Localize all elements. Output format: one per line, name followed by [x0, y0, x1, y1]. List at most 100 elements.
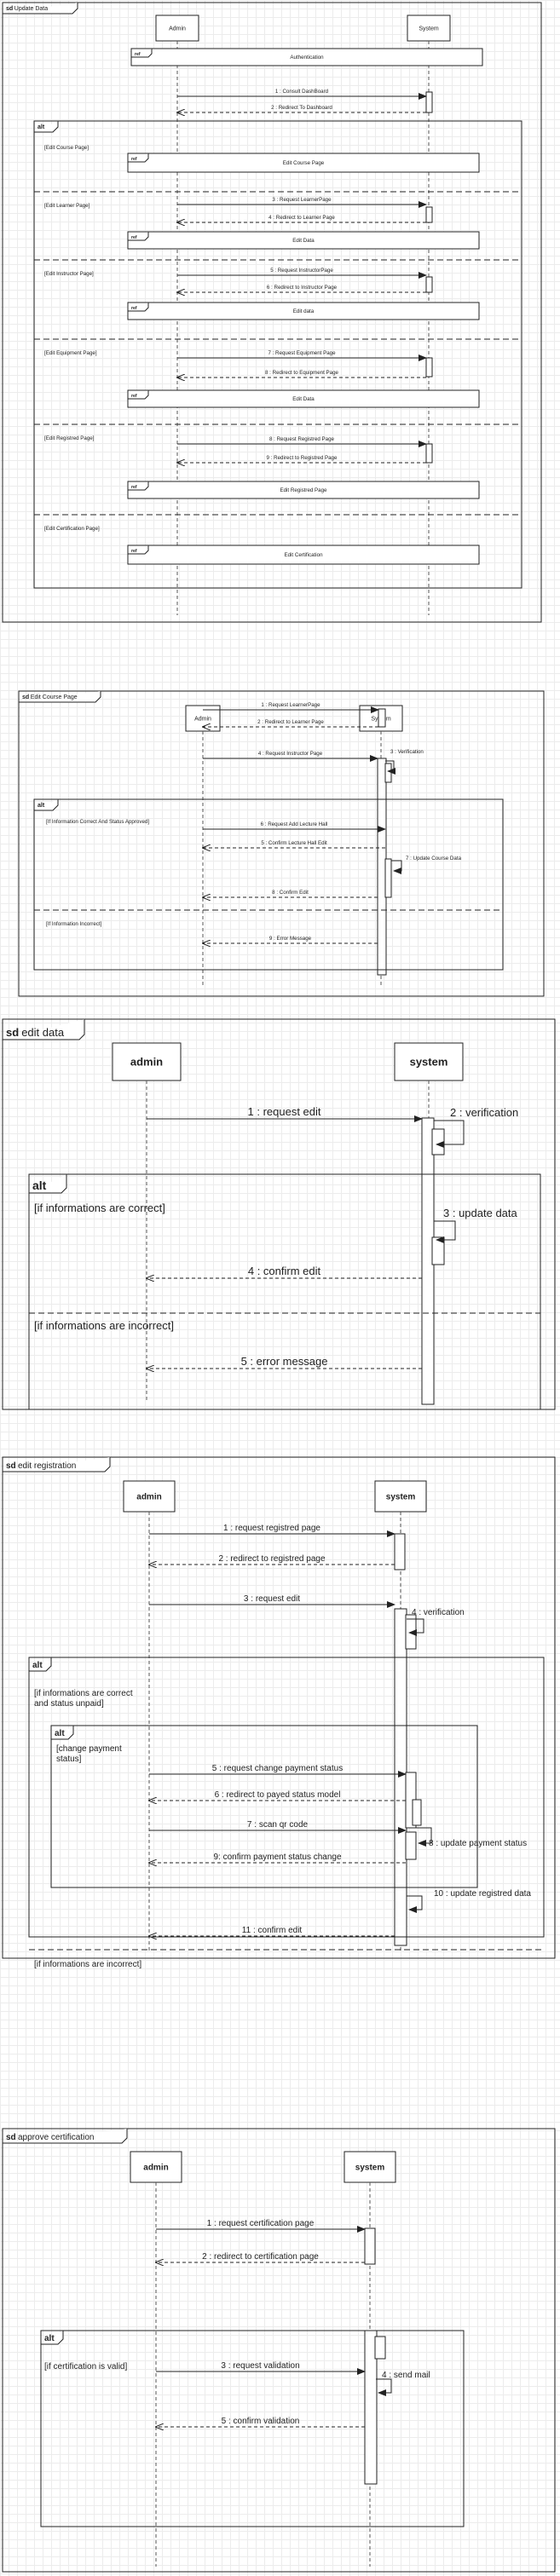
guard-label: [if informations are incorrect] [34, 1960, 141, 1969]
message-label: 8 : Request Registred Page [269, 436, 335, 442]
message-label: 6 : Redirect to Instructor Page [267, 285, 338, 291]
message-label: 7 : Update Course Data [406, 856, 462, 862]
message-label: 8 : Confirm Edit [272, 890, 309, 896]
frame-border [2, 2, 542, 623]
frame-keyword: sd [22, 694, 29, 700]
fragment-tab [29, 1174, 67, 1194]
message-label: 5 : confirm validation [222, 2417, 300, 2426]
participant-box [374, 1480, 427, 1513]
frame-tab [3, 3, 78, 14]
participant-box [407, 14, 451, 42]
guard-label: [Edit Course Page] [44, 145, 89, 151]
message-label: 4 : Request Instructor Page [258, 751, 323, 757]
fragment-keyword: alt [44, 2334, 55, 2343]
message-label: 3 : update data [443, 1207, 518, 1219]
ref-tab [128, 481, 149, 491]
ref-keyword: ref [135, 52, 141, 57]
activation-bar [394, 1608, 407, 1946]
frame-title: edit registration [18, 1461, 76, 1471]
message-label: 2 : Redirect to Learner Page [257, 719, 324, 725]
message-label: 7 : scan qr code [247, 1820, 309, 1830]
activation-bar [405, 1614, 417, 1650]
message-label: 2 : redirect to certification page [202, 2252, 319, 2262]
activation-bar [425, 91, 433, 113]
message-label: 3 : request edit [244, 1594, 300, 1604]
participant-name: System [419, 26, 439, 32]
activation-bar [384, 858, 392, 898]
activation-bar [405, 1831, 417, 1860]
guard-label: [Edit Equipment Page] [44, 350, 97, 356]
fragment-keyword: alt [38, 124, 45, 130]
guard-label: [if certification is valid] [44, 2362, 127, 2371]
message-label: 8 : update payment status [429, 1839, 527, 1848]
ref-tab [128, 232, 149, 241]
activation-bar [384, 763, 392, 783]
frame-tab [19, 691, 101, 703]
ref-keyword: ref [131, 306, 137, 311]
message-label: 5 : Confirm Lecture Hall Edit [261, 840, 327, 846]
activation-bar [425, 276, 433, 293]
message-label: 4 : verification [412, 1608, 465, 1617]
participant-name: admin [130, 1055, 163, 1068]
fragment-tab [29, 1657, 52, 1672]
participant-box [394, 1042, 464, 1081]
frame-title: edit data [21, 1026, 65, 1039]
ref-tab [128, 390, 149, 400]
activation-bar [394, 1533, 406, 1570]
fragment-keyword: alt [32, 1179, 47, 1192]
participant-box [155, 14, 199, 42]
fragment-border [28, 1657, 545, 1938]
ref-tab [128, 303, 149, 312]
self-message-arrow [434, 1220, 456, 1243]
participant-name: system [386, 1492, 416, 1501]
fragment-tab [34, 121, 59, 133]
ref-keyword: ref [131, 549, 137, 554]
self-message-arrow [434, 1120, 465, 1148]
message-label: 4 : confirm edit [248, 1265, 321, 1277]
participant-name: admin [143, 2163, 168, 2172]
fragment-keyword: alt [32, 1661, 43, 1670]
activation-bar [374, 2336, 386, 2360]
fragment-border [40, 2330, 465, 2527]
ref-label: Edit Data [292, 238, 315, 244]
message-label: 9 : Error Message [269, 936, 312, 942]
message-label: 2 : redirect to registred page [218, 1554, 326, 1564]
message-label: 6 : Request Add Lecture Hall [261, 821, 328, 827]
self-message-arrow [407, 1895, 423, 1913]
message-label: 7 : Request Equipment Page [268, 350, 336, 356]
participant-name: Admin [194, 716, 211, 722]
frame-keyword: sd [6, 6, 13, 12]
frame-border [2, 2128, 556, 2573]
self-message-arrow [385, 760, 395, 775]
guard-label: [If Information Correct And Status Appro… [46, 819, 149, 825]
participant-name: admin [136, 1492, 161, 1501]
participant-box [123, 1480, 176, 1513]
frame-keyword: sd [6, 1461, 16, 1471]
message-label: 2 : Redirect To Dashboard [271, 105, 332, 111]
ref-keyword: ref [131, 157, 137, 162]
guard-label: [Edit Registred Page] [44, 435, 95, 441]
activation-bar [425, 206, 433, 223]
ref-tab [128, 153, 149, 163]
fragment-tab [41, 2331, 64, 2345]
fragment-border [28, 1173, 541, 1410]
message-label: 9 : Redirect to Registred Page [267, 455, 338, 461]
ref-label: Edit Course Page [283, 160, 325, 166]
message-label: 3 : Request LearnerPage [272, 197, 332, 203]
self-message-arrow [407, 1618, 424, 1636]
ref-box [127, 545, 480, 565]
guard-label: [Edit Learner Page] [44, 203, 90, 209]
activation-bar [364, 2227, 376, 2265]
frame-title: approve certification [18, 2133, 95, 2142]
message-label: 1 : request certification page [207, 2219, 315, 2228]
guard-label: [If Information Incorrect] [46, 921, 102, 927]
ref-tab [128, 545, 149, 555]
message-label: 8 : Redirect to Equipment Page [265, 370, 339, 376]
message-label: 3 : Verification [390, 749, 424, 755]
participant-box [344, 2151, 396, 2183]
frame-keyword: sd [6, 2133, 16, 2142]
message-label: 1 : request registred page [223, 1524, 320, 1533]
